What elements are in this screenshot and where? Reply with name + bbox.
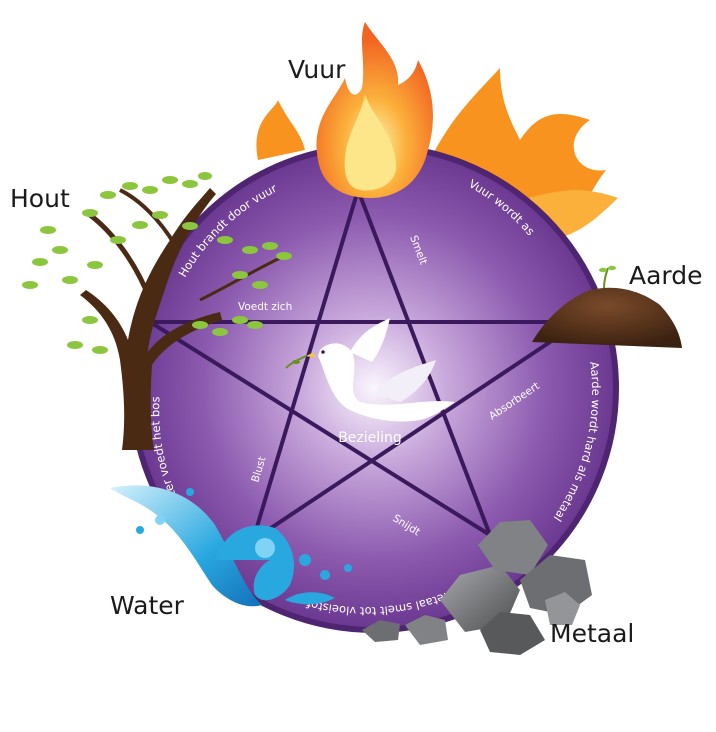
soil-mound-icon bbox=[532, 265, 682, 348]
tree-icon bbox=[22, 172, 292, 450]
center-label: Bezieling bbox=[338, 430, 402, 446]
element-label-metal: Metaal bbox=[550, 619, 634, 648]
star-label-voedt-zich: Voedt zich bbox=[238, 301, 292, 313]
water-splash-icon bbox=[110, 485, 352, 607]
pentagram bbox=[148, 189, 582, 542]
fire-flames-back bbox=[256, 68, 618, 238]
element-label-earth: Aarde bbox=[629, 261, 703, 290]
rocks-icon bbox=[362, 520, 592, 655]
element-label-water: Water bbox=[110, 591, 185, 620]
element-label-wood: Hout bbox=[10, 184, 70, 213]
dove-icon bbox=[285, 318, 455, 422]
element-label-fire: Vuur bbox=[288, 55, 346, 84]
fire-icon bbox=[316, 22, 433, 198]
